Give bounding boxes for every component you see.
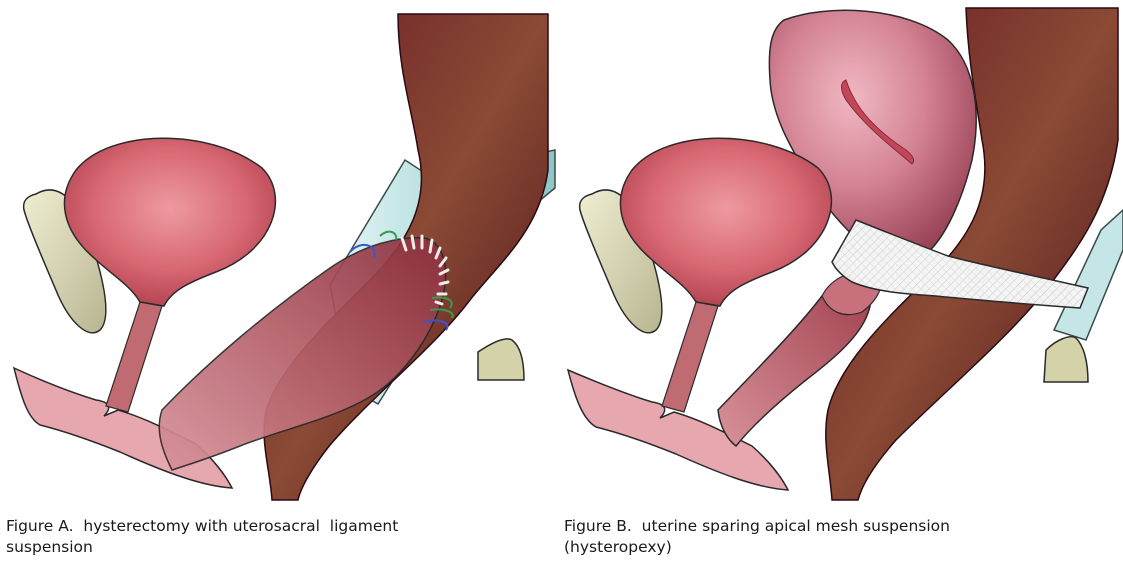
urethra: [106, 302, 162, 412]
figure-a-caption: Figure A. hysterectomy with uterosacral …: [6, 516, 546, 558]
figure-b-panel: Figure B. uterine sparing apical mesh su…: [556, 0, 1123, 576]
sacrum: [478, 339, 524, 380]
figure-b-caption: Figure B. uterine sparing apical mesh su…: [564, 516, 1114, 558]
sacrum: [1044, 337, 1088, 382]
urethra: [662, 302, 718, 412]
figure-a-illustration: [0, 0, 556, 505]
figure-a-panel: Figure A. hysterectomy with uterosacral …: [0, 0, 556, 576]
figure-b-illustration: [556, 0, 1123, 505]
